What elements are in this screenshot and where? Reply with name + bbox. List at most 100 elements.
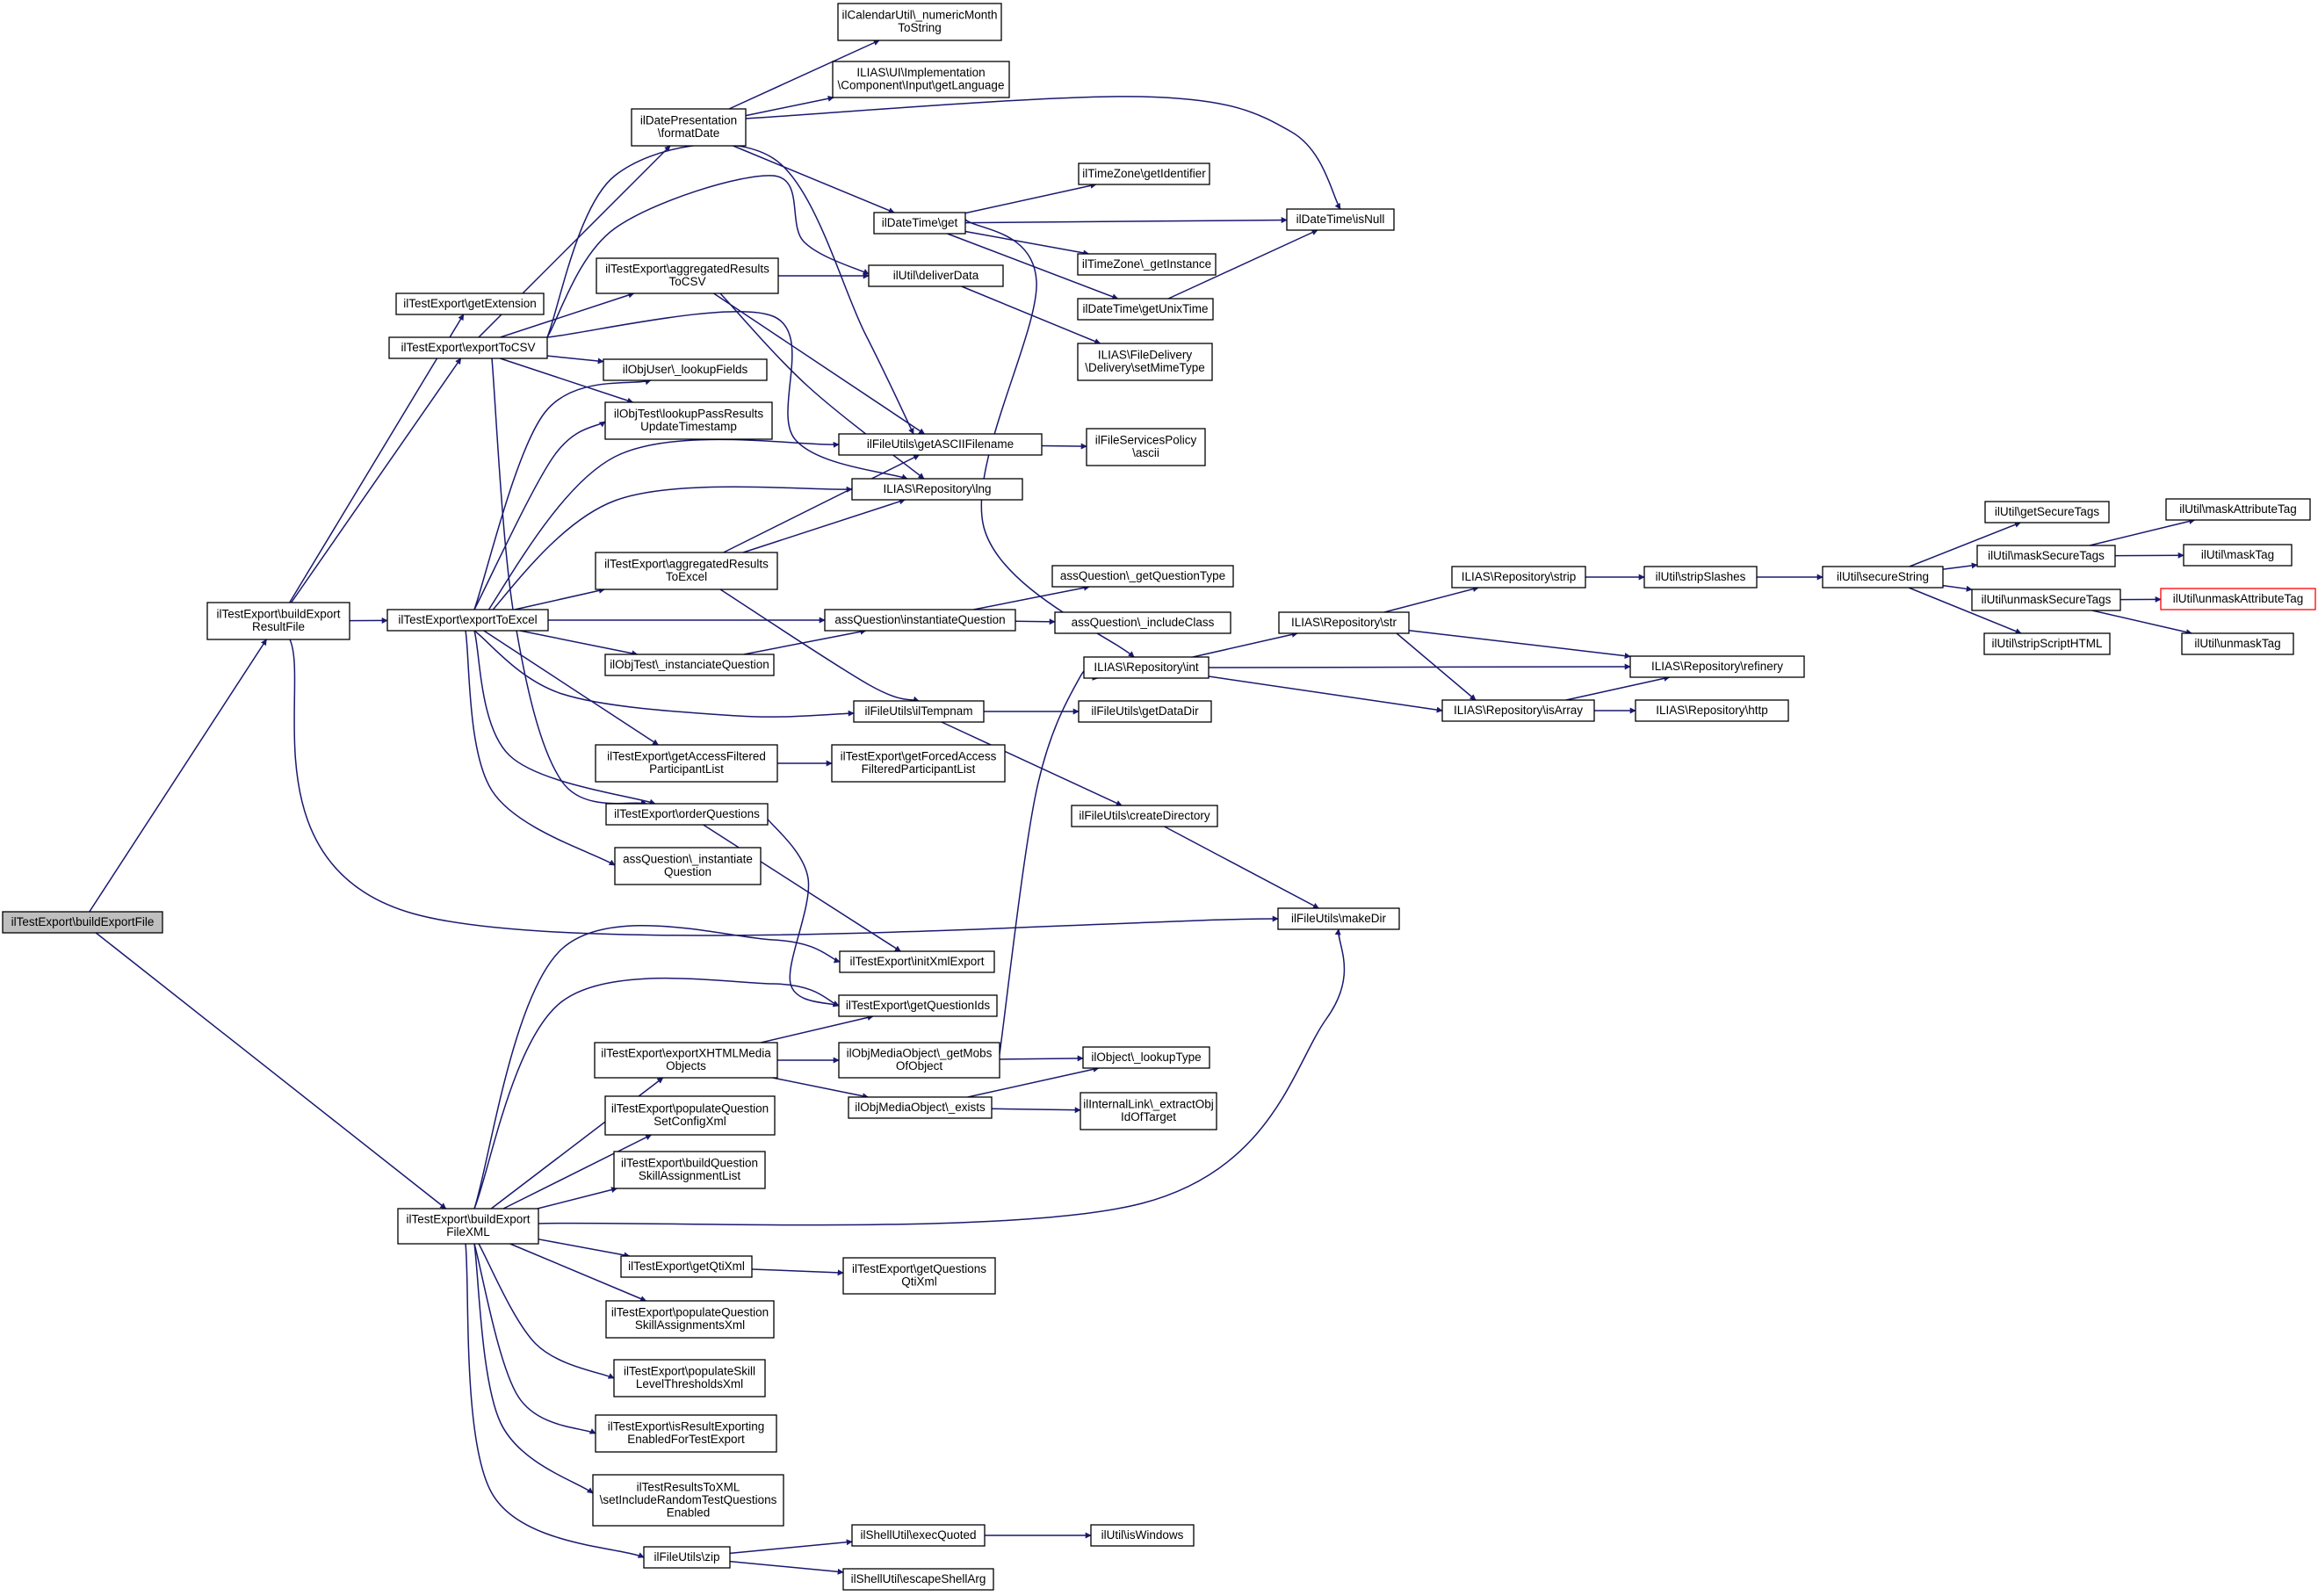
node-escapeShellArg[interactable]: ilShellUtil\escapeShellArg <box>842 1568 994 1591</box>
node-policyAscii[interactable]: ilFileServicesPolicy\ascii <box>1086 428 1206 466</box>
node-box[interactable] <box>1822 566 1944 589</box>
node-box[interactable] <box>873 212 966 235</box>
node-box[interactable] <box>605 1300 775 1339</box>
node-box[interactable] <box>603 358 768 381</box>
node-box[interactable] <box>838 994 998 1017</box>
node-box[interactable] <box>1054 611 1231 634</box>
node-getQuestionIds[interactable]: ilTestExport\getQuestionIds <box>838 994 998 1017</box>
node-isArray[interactable]: ILIAS\Repository\isArray <box>1441 699 1595 722</box>
node-box[interactable] <box>395 292 545 315</box>
node-box[interactable] <box>620 1255 753 1278</box>
node-mobExists[interactable]: ilObjMediaObject\_exists <box>848 1096 993 1119</box>
node-box[interactable] <box>842 1568 994 1591</box>
node-box[interactable] <box>206 602 350 640</box>
node-box[interactable] <box>605 803 769 826</box>
node-box[interactable] <box>604 401 773 440</box>
node-isNull[interactable]: ilDateTime\isNull <box>1286 208 1395 231</box>
node-box[interactable] <box>2 911 163 934</box>
node-box[interactable] <box>1971 589 2121 611</box>
node-box[interactable] <box>643 1546 731 1569</box>
node-box[interactable] <box>838 433 1043 456</box>
node-lookupType[interactable]: ilObject\_lookupType <box>1082 1046 1210 1069</box>
node-zip[interactable]: ilFileUtils\zip <box>643 1546 731 1569</box>
node-makeDir[interactable]: ilFileUtils\makeDir <box>1277 907 1400 930</box>
node-populateQSkill[interactable]: ilTestExport\populateQuestionSkillAssign… <box>605 1300 775 1339</box>
node-box[interactable] <box>1077 343 1213 381</box>
node-box[interactable] <box>848 1096 993 1119</box>
node-box[interactable] <box>1071 805 1218 827</box>
node-box[interactable] <box>1976 545 2116 567</box>
node-repoStrip[interactable]: ILIAS\Repository\strip <box>1451 566 1586 589</box>
node-lng[interactable]: ILIAS\Repository\lng <box>851 478 1023 501</box>
node-unmaskTag[interactable]: ilUtil\unmaskTag <box>2181 632 2294 655</box>
node-getASCII[interactable]: ilFileUtils\getASCIIFilename <box>838 433 1043 456</box>
node-unmaskSecureTags[interactable]: ilUtil\unmaskSecureTags <box>1971 589 2121 611</box>
node-populateQSetConfig[interactable]: ilTestExport\populateQuestionSetConfigXm… <box>604 1095 776 1136</box>
node-lookupPass[interactable]: ilObjTest\lookupPassResultsUpdateTimesta… <box>604 401 773 440</box>
node-execQuoted[interactable]: ilShellUtil\execQuoted <box>851 1524 986 1547</box>
node-box[interactable] <box>851 1524 986 1547</box>
node-maskAttributeTag[interactable]: ilUtil\maskAttributeTag <box>2165 498 2311 521</box>
node-initXmlExport[interactable]: ilTestExport\initXmlExport <box>839 950 995 973</box>
node-http[interactable]: ILIAS\Repository\http <box>1635 699 1789 722</box>
node-dtGet[interactable]: ilDateTime\get <box>873 212 966 235</box>
node-refinery[interactable]: ILIAS\Repository\refinery <box>1629 655 1805 678</box>
node-box[interactable] <box>838 1042 1000 1079</box>
node-stripSlashes[interactable]: ilUtil\stripSlashes <box>1643 566 1758 589</box>
node-setIncludeRandom[interactable]: ilTestResultsToXML\setIncludeRandomTestQ… <box>592 1474 784 1527</box>
node-box[interactable] <box>842 1257 996 1295</box>
node-box[interactable] <box>592 1474 784 1527</box>
node-box[interactable] <box>386 609 549 632</box>
node-box[interactable] <box>1078 700 1212 723</box>
node-instantiateQ[interactable]: assQuestion\instantiateQuestion <box>824 609 1016 632</box>
node-box[interactable] <box>1051 565 1234 588</box>
node-box[interactable] <box>594 1042 778 1079</box>
node-box[interactable] <box>2183 544 2293 567</box>
node-repoInt[interactable]: ILIAS\Repository\int <box>1083 656 1210 679</box>
node-box[interactable] <box>851 478 1023 501</box>
node-box[interactable] <box>595 1414 777 1453</box>
node-setMime[interactable]: ILIAS\FileDelivery\Delivery\setMimeType <box>1077 343 1213 381</box>
node-assInstantiate[interactable]: assQuestion\_instantiateQuestion <box>614 847 762 885</box>
node-box[interactable] <box>853 700 985 723</box>
node-getQtiXml[interactable]: ilTestExport\getQtiXml <box>620 1255 753 1278</box>
node-tzInstance[interactable]: ilTimeZone\_getInstance <box>1077 253 1217 276</box>
node-box[interactable] <box>1077 253 1217 276</box>
node-box[interactable] <box>824 609 1016 632</box>
node-populateSkillLevel[interactable]: ilTestExport\populateSkillLevelThreshold… <box>613 1359 766 1397</box>
node-box[interactable] <box>1277 907 1400 930</box>
node-box[interactable] <box>1090 1524 1195 1547</box>
node-box[interactable] <box>631 108 747 147</box>
node-box[interactable] <box>388 336 548 359</box>
node-box[interactable] <box>1086 428 1206 466</box>
node-repoStr[interactable]: ILIAS\Repository\str <box>1278 611 1410 634</box>
node-secureString[interactable]: ilUtil\secureString <box>1822 566 1944 589</box>
node-box[interactable] <box>1083 656 1210 679</box>
node-box[interactable] <box>397 1208 539 1245</box>
node-box[interactable] <box>1078 162 1210 185</box>
node-box[interactable] <box>595 744 778 783</box>
node-getQuestionType[interactable]: assQuestion\_getQuestionType <box>1051 565 1234 588</box>
node-orderQuestions[interactable]: ilTestExport\orderQuestions <box>605 803 769 826</box>
node-instanciateQ[interactable]: ilObjTest\_instanciateQuestion <box>604 654 775 676</box>
node-root[interactable]: ilTestExport\buildExportFile <box>2 911 163 934</box>
node-box[interactable] <box>2181 632 2294 655</box>
node-getDataDir[interactable]: ilFileUtils\getDataDir <box>1078 700 1212 723</box>
node-box[interactable] <box>1082 1046 1210 1069</box>
node-box[interactable] <box>1278 611 1410 634</box>
node-box[interactable] <box>1984 501 2110 524</box>
node-includeClass[interactable]: assQuestion\_includeClass <box>1054 611 1231 634</box>
node-isWindows[interactable]: ilUtil\isWindows <box>1090 1524 1195 1547</box>
node-box[interactable] <box>2160 588 2316 610</box>
node-box[interactable] <box>613 1359 766 1397</box>
node-createDirectory[interactable]: ilFileUtils\createDirectory <box>1071 805 1218 827</box>
node-box[interactable] <box>595 552 778 590</box>
node-unmaskAttributeTag[interactable]: ilUtil\unmaskAttributeTag <box>2160 588 2316 610</box>
